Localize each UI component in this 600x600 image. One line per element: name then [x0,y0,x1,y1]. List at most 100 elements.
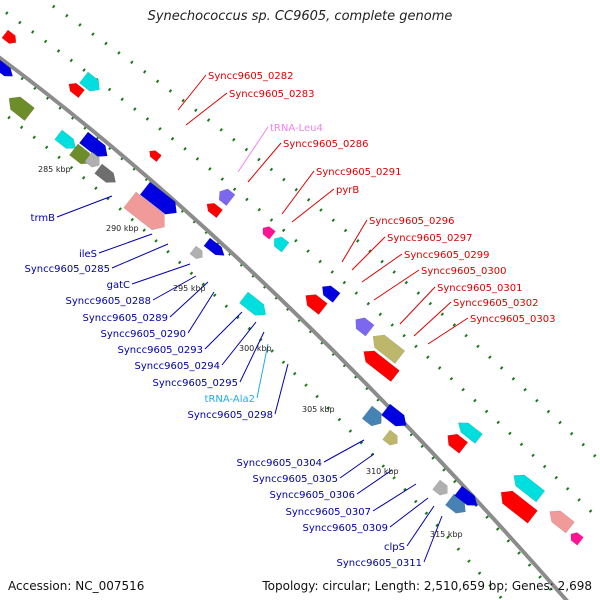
gene-arrow [54,129,76,149]
gene-feature [570,532,584,546]
feature-label: Syncc9605_0307 [286,507,372,518]
gene-feature [189,245,203,260]
feature-label: Syncc9605_0291 [316,167,402,178]
gene-arrow [239,291,267,316]
backbone-line [0,55,569,600]
leader-line [341,219,368,263]
leader-line [131,263,191,285]
gene-arrow [123,191,165,231]
feature-label: Syncc9605_0285 [25,264,111,275]
gene-feature [149,150,162,163]
gene-feature [432,479,448,496]
backbone [0,55,569,600]
leader-line [323,439,365,463]
gene-arrow [84,151,100,168]
gene-feature [447,433,469,454]
gene-feature [69,143,92,165]
ruler-label: 310 kbp [366,467,399,476]
gene-arrow [1,29,17,44]
gene-arrow [305,294,328,315]
gene-feature [381,403,407,427]
ruler-label: 300 kbp [239,344,272,353]
leader-line [177,74,207,111]
topology-text: Topology: circular; Length: 2,510,659 bp… [262,579,592,593]
gene-arrow [218,188,236,207]
gene-feature [457,422,483,444]
gene-arrow [382,429,398,446]
gene-arrow [381,403,407,427]
leader-line [423,515,443,563]
leader-line [291,188,335,223]
feature-label: Syncc9605_0293 [118,345,204,356]
leader-line [247,142,282,183]
label-leaders [56,74,469,563]
leader-line [221,321,257,366]
feature-label: clpS [384,542,405,553]
gene-arrow [500,490,538,524]
leader-line [413,301,452,337]
leader-line [98,233,153,254]
leader-line [185,92,228,126]
feature-label: trmB [31,213,56,224]
gene-arrow [189,245,203,260]
gene-arrow [513,474,546,503]
feature-label: tRNA-Ala2 [205,394,255,405]
gene-arrow [79,131,108,157]
feature-label: Syncc9605_0299 [404,250,490,261]
map-title: Synechococcus sp. CC9605, complete genom… [147,9,453,24]
gene-arrow [149,150,162,163]
leader-line [356,469,393,495]
feature-label: Syncc9605_0309 [303,523,389,534]
gene-arrow [0,59,14,77]
gene-feature [372,334,406,364]
gene-feature [500,490,538,524]
accession-text: Accession: NC_007516 [8,579,145,593]
gene-feature [68,83,85,99]
gene-arrow [68,83,85,99]
features [0,29,584,546]
feature-label: Syncc9605_0304 [237,458,323,469]
feature-label: Syncc9605_0289 [83,313,169,324]
gene-arrow [447,433,469,454]
gene-feature [79,131,108,157]
gene-feature [8,96,35,121]
gene-arrow [361,405,382,427]
leader-line [406,505,435,547]
feature-label: Syncc9605_0297 [387,233,473,244]
leader-line [372,483,417,512]
gene-arrow [139,181,177,215]
leader-line [339,453,375,479]
feature-label: gatC [107,280,130,291]
gene-arrow [570,532,584,546]
feature-label: Syncc9605_0302 [453,298,539,309]
gene-feature [84,151,100,168]
leader-line [169,281,209,318]
gene-arrow [262,226,276,240]
leader-line [111,243,169,269]
leader-line [361,253,403,283]
feature-label: ileS [79,249,97,260]
gene-feature [363,350,400,383]
gene-arrow [274,236,290,253]
gene-arrow [457,422,483,444]
feature-label: Syncc9605_0286 [283,139,369,150]
feature-label: Syncc9605_0294 [135,361,221,372]
feature-label: Syncc9605_0305 [253,474,339,485]
feature-label: Syncc9605_0311 [337,558,423,569]
feature-label: Syncc9605_0283 [229,89,315,100]
gene-feature [239,291,267,316]
gene-arrow [206,203,223,219]
gene-feature [123,191,165,231]
feature-label: Syncc9605_0298 [188,410,274,421]
feature-label: Syncc9605_0282 [208,71,294,82]
gene-feature [454,485,478,506]
gene-feature [218,188,236,207]
gene-feature [0,59,14,77]
feature-label: Syncc9605_0290 [101,329,187,340]
leader-line [281,170,315,215]
ruler-label: 285 kbp [38,165,71,174]
leader-line [187,291,215,334]
gene-arrow [432,479,448,496]
gene-arrow [454,485,478,506]
leader-line [256,343,269,399]
